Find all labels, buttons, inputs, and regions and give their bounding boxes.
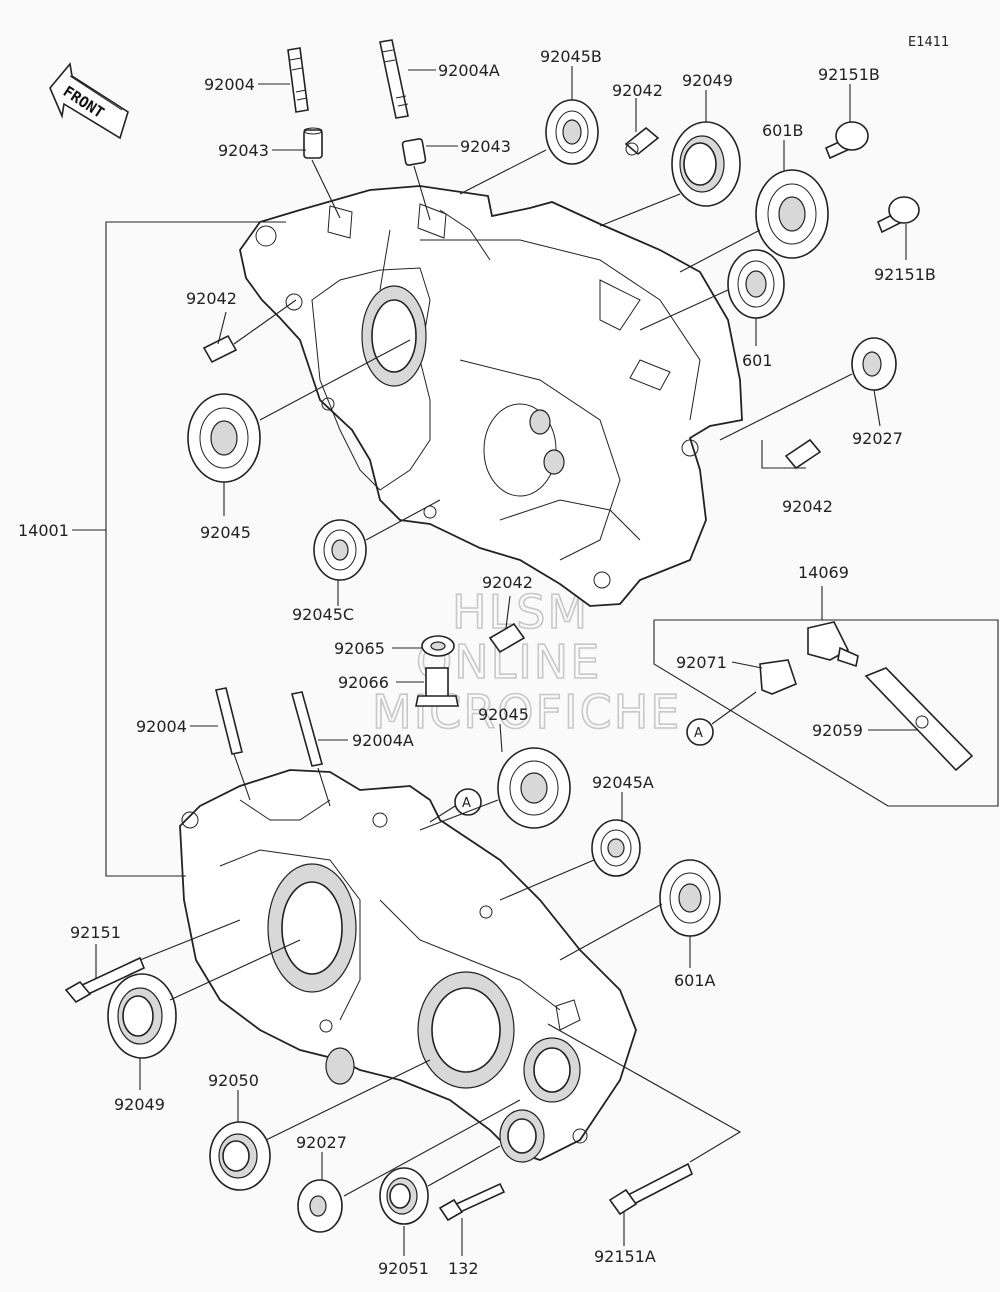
callout-a-case: A bbox=[462, 796, 471, 811]
label-92043-right: 92043 bbox=[460, 137, 511, 156]
seal-92051 bbox=[379, 1167, 429, 1225]
label-92066: 92066 bbox=[338, 673, 389, 692]
stud-92004A-lower bbox=[290, 691, 324, 767]
label-92050: 92050 bbox=[208, 1071, 259, 1090]
label-92049-low: 92049 bbox=[114, 1095, 165, 1114]
case-callout-a: A bbox=[429, 788, 482, 823]
label-92004-low: 92004 bbox=[136, 717, 187, 736]
stud-92004A-upper bbox=[379, 39, 409, 119]
kit-14069-callout-a: A bbox=[686, 691, 757, 746]
bearing-601A bbox=[659, 859, 721, 937]
bearing-601 bbox=[727, 249, 785, 319]
label-92065: 92065 bbox=[334, 639, 385, 658]
label-92051: 92051 bbox=[378, 1259, 429, 1278]
bolt-132 bbox=[438, 1182, 506, 1222]
stud-92004-lower bbox=[215, 687, 243, 755]
watermark-line-1: HLSM bbox=[452, 585, 589, 639]
bearing-92045B bbox=[545, 99, 599, 165]
label-92042-mid: 92042 bbox=[482, 573, 533, 592]
bearing-601B bbox=[755, 169, 829, 259]
label-92151B-top: 92151B bbox=[818, 65, 880, 84]
label-601: 601 bbox=[742, 351, 773, 370]
kit-14069-box bbox=[653, 586, 999, 807]
label-92045A: 92045A bbox=[592, 773, 654, 792]
dowel-92042-left bbox=[202, 334, 238, 364]
washer-92065 bbox=[421, 635, 455, 657]
label-92043-left: 92043 bbox=[218, 141, 269, 160]
leader-lines bbox=[95, 66, 918, 1256]
dowel-92042-mid bbox=[488, 622, 526, 654]
bracket-14001 bbox=[105, 221, 286, 877]
label-92045C: 92045C bbox=[292, 605, 354, 624]
label-92027-right: 92027 bbox=[852, 429, 903, 448]
dowel-92042-right bbox=[784, 438, 822, 470]
bolt-92151 bbox=[64, 956, 146, 1004]
label-92004-top: 92004 bbox=[204, 75, 255, 94]
part-labels: 92004 92004A 92045B 92042 92049 92151B 9… bbox=[18, 47, 936, 1278]
watermark-line-3: MICROFICHE bbox=[372, 685, 681, 739]
label-92042-right: 92042 bbox=[782, 497, 833, 516]
label-92004A-top: 92004A bbox=[438, 61, 500, 80]
label-92027-low: 92027 bbox=[296, 1133, 347, 1152]
label-92042-top: 92042 bbox=[612, 81, 663, 100]
label-14001: 14001 bbox=[18, 521, 69, 540]
washer-92027-lower bbox=[297, 1179, 343, 1233]
seal-92050 bbox=[209, 1121, 271, 1191]
dowel-92042-top bbox=[624, 126, 660, 156]
label-92151B-mid: 92151B bbox=[874, 265, 936, 284]
label-132: 132 bbox=[448, 1259, 479, 1278]
bearing-92045-left bbox=[187, 393, 261, 483]
label-92045-left: 92045 bbox=[200, 523, 251, 542]
washer-92027-right bbox=[851, 337, 897, 391]
bolt-92151A bbox=[608, 1162, 694, 1216]
dowel-92043-right bbox=[401, 138, 427, 166]
label-92059: 92059 bbox=[812, 721, 863, 740]
label-92004A-low: 92004A bbox=[352, 731, 414, 750]
label-92151: 92151 bbox=[70, 923, 121, 942]
front-arrow-icon: FRONT bbox=[49, 62, 129, 140]
bearing-92045-lower bbox=[497, 747, 571, 829]
label-92049-top: 92049 bbox=[682, 71, 733, 90]
label-92151A: 92151A bbox=[594, 1247, 656, 1266]
diagram-code: E1411 bbox=[908, 35, 949, 50]
label-601A: 601A bbox=[674, 971, 716, 990]
callout-a-kit: A bbox=[694, 726, 703, 741]
label-92042-left: 92042 bbox=[186, 289, 237, 308]
plug-92066 bbox=[415, 667, 459, 707]
seal-92049-lower bbox=[107, 973, 177, 1059]
label-14069: 14069 bbox=[798, 563, 849, 582]
label-601B: 601B bbox=[762, 121, 804, 140]
label-92071: 92071 bbox=[676, 653, 727, 672]
label-92045-low: 92045 bbox=[478, 705, 529, 724]
label-92045B: 92045B bbox=[540, 47, 602, 66]
crankcase-lower-half bbox=[179, 769, 637, 1163]
bolt-92151B-mid bbox=[876, 196, 920, 234]
dowel-92043-left bbox=[303, 127, 323, 159]
bolt-92151B-top bbox=[824, 121, 869, 160]
bearing-92045C bbox=[313, 519, 367, 581]
stud-92004-upper bbox=[287, 47, 309, 113]
crankcase-upper-half bbox=[239, 185, 743, 607]
bearing-92045A bbox=[591, 819, 641, 877]
seal-92049-top bbox=[671, 121, 741, 207]
